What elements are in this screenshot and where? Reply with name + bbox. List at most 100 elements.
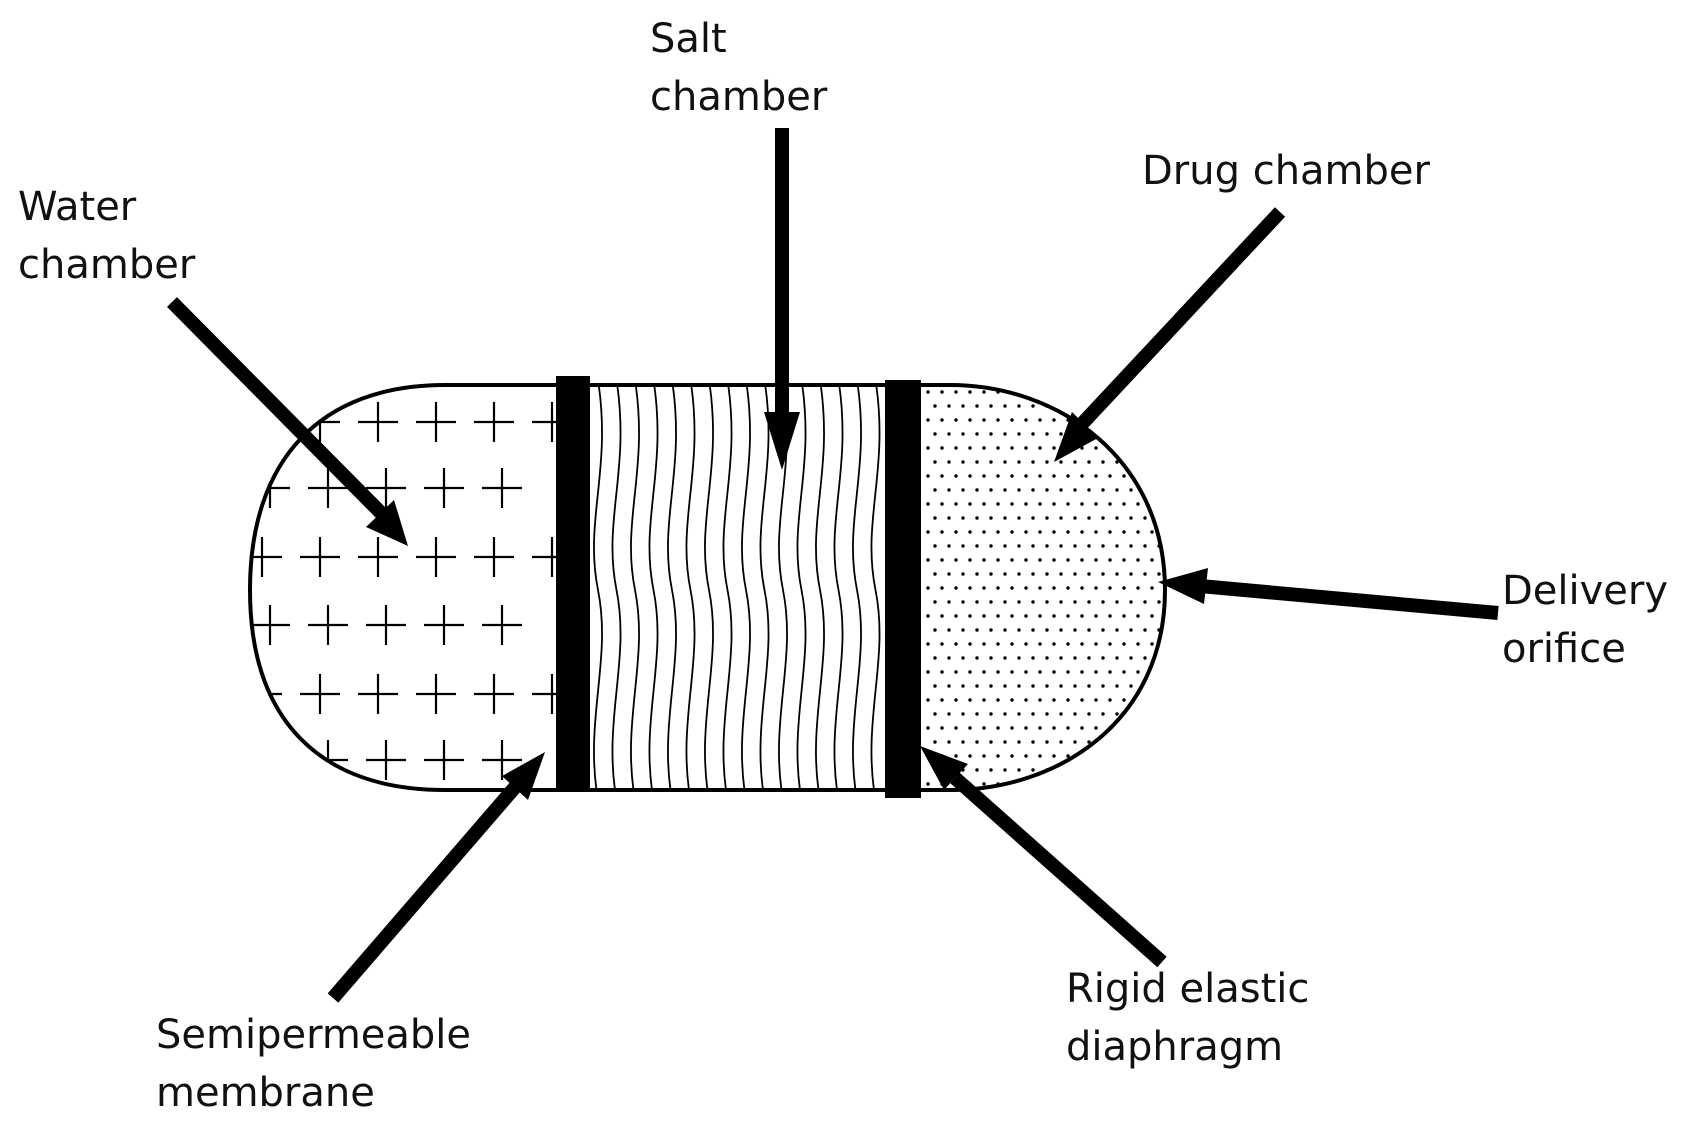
stipple-dot: [1087, 516, 1091, 520]
plus-mark: [474, 537, 514, 577]
stipple-dot: [1066, 782, 1070, 786]
stipple-dot: [1150, 502, 1154, 506]
stipple-dot: [989, 740, 993, 744]
stipple-dot: [1136, 782, 1140, 786]
stipple-dot: [982, 782, 986, 786]
stipple-dot: [1045, 488, 1049, 492]
plus-mark: [482, 605, 522, 645]
stipple-dot: [1122, 474, 1126, 478]
stipple-dot: [1150, 642, 1154, 646]
stipple-dot: [1059, 768, 1063, 772]
wave-line: [759, 385, 770, 790]
stipple-dot: [1031, 544, 1035, 548]
stipple-dot: [975, 656, 979, 660]
stipple-dot: [947, 516, 951, 520]
semipermeable-membrane-bar: [556, 376, 590, 792]
stipple-dot: [1087, 712, 1091, 716]
stipple-dot: [1101, 768, 1105, 772]
stipple-dot: [1164, 530, 1165, 534]
stipple-dot: [989, 656, 993, 660]
stipple-dot: [1003, 656, 1007, 660]
stipple-dot: [1115, 516, 1119, 520]
stipple-dot: [1115, 656, 1119, 660]
wave-line: [852, 385, 862, 790]
stipple-dot: [982, 390, 986, 394]
stipple-dot: [1101, 488, 1105, 492]
stipple-dot: [1031, 460, 1035, 464]
delivery-orifice-label-line2: orifice: [1502, 626, 1626, 672]
stipple-dot: [1164, 474, 1165, 478]
plus-mark: [366, 468, 406, 508]
stipple-dot: [926, 502, 930, 506]
stipple-dot: [1150, 474, 1154, 478]
stipple-dot: [1059, 432, 1063, 436]
stipple-dot: [1003, 432, 1007, 436]
stipple-dot: [1143, 404, 1147, 408]
stipple-dot: [1031, 404, 1035, 408]
stipple-dot: [1143, 432, 1147, 436]
stipple-dot: [1073, 488, 1077, 492]
stipple-dot: [1045, 684, 1049, 688]
stipple-dot: [1122, 446, 1126, 450]
stipple-dot: [933, 740, 937, 744]
stipple-dot: [1094, 558, 1098, 562]
stipple-dot: [1101, 712, 1105, 716]
stipple-dot: [975, 768, 979, 772]
stipple-dot: [947, 656, 951, 660]
stipple-dot: [1052, 474, 1056, 478]
stipple-dot: [1024, 558, 1028, 562]
stipple-dot: [1157, 684, 1161, 688]
stipple-dot: [1094, 530, 1098, 534]
stipple-dot: [989, 712, 993, 716]
stipple-dot: [1010, 670, 1014, 674]
stipple-dot: [933, 516, 937, 520]
salt-chamber-fill: [593, 385, 881, 790]
stipple-dot: [1164, 698, 1165, 702]
stipple-dot: [1115, 432, 1119, 436]
stipple-dot: [1010, 558, 1014, 562]
stipple-dot: [1059, 600, 1063, 604]
plus-mark: [250, 605, 290, 645]
stipple-dot: [1157, 404, 1161, 408]
stipple-dot: [926, 782, 930, 786]
stipple-dot: [1143, 712, 1147, 716]
stipple-dot: [1080, 530, 1084, 534]
stipple-dot: [961, 628, 965, 632]
stipple-dot: [926, 614, 930, 618]
stipple-dot: [1157, 712, 1161, 716]
stipple-dot: [1052, 614, 1056, 618]
stipple-dot: [989, 404, 993, 408]
stipple-dot: [1080, 754, 1084, 758]
stipple-dot: [1045, 460, 1049, 464]
stipple-dot: [947, 628, 951, 632]
stipple-dot: [1157, 740, 1161, 744]
stipple-dot: [933, 544, 937, 548]
stipple-dot: [1136, 726, 1140, 730]
stipple-dot: [996, 530, 1000, 534]
stipple-dot: [1129, 628, 1133, 632]
stipple-dot: [1157, 460, 1161, 464]
stipple-dot: [1024, 530, 1028, 534]
stipple-dot: [1101, 572, 1105, 576]
stipple-dot: [968, 586, 972, 590]
stipple-dot: [1031, 600, 1035, 604]
stipple-dot: [961, 712, 965, 716]
stipple-dot: [1122, 390, 1126, 394]
water-chamber-label: Water chamber: [18, 178, 195, 294]
stipple-dot: [1157, 572, 1161, 576]
stipple-dot: [1087, 768, 1091, 772]
stipple-dot: [1094, 474, 1098, 478]
stipple-dot: [1052, 726, 1056, 730]
stipple-dot: [1136, 614, 1140, 618]
stipple-dot: [989, 432, 993, 436]
stipple-dot: [1150, 446, 1154, 450]
stipple-dot: [1094, 390, 1098, 394]
stipple-dot: [1024, 670, 1028, 674]
stipple-dot: [982, 530, 986, 534]
stipple-dot: [1038, 474, 1042, 478]
stipple-dot: [1094, 698, 1098, 702]
stipple-dot: [1129, 544, 1133, 548]
stipple-dot: [1017, 488, 1021, 492]
stipple-dot: [1045, 572, 1049, 576]
stipple-dot: [1038, 586, 1042, 590]
